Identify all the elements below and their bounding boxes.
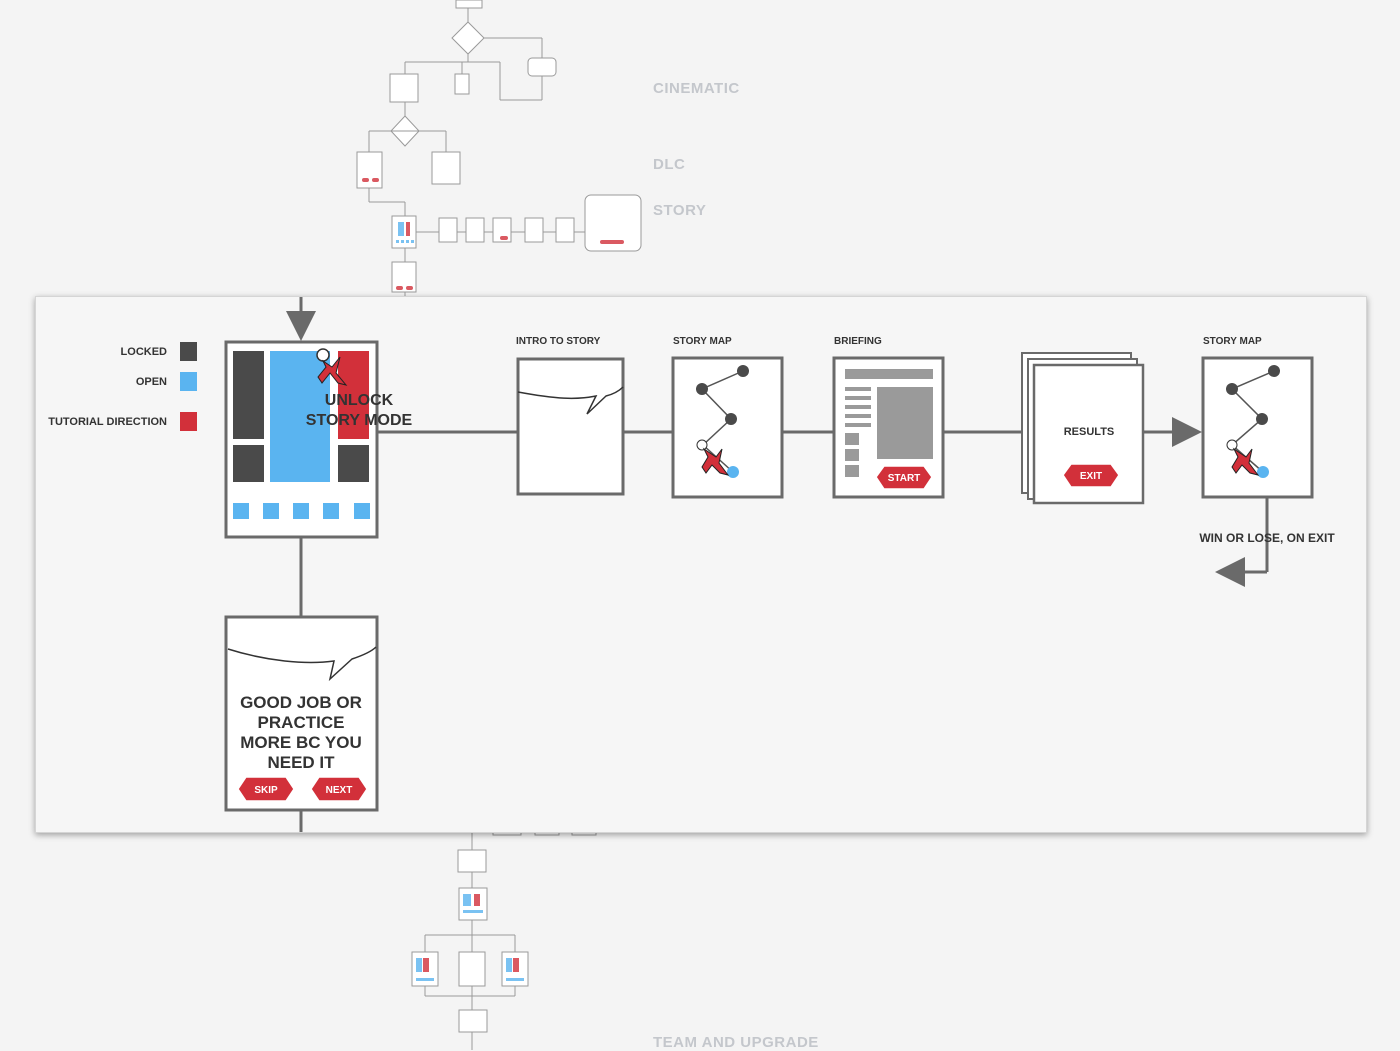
- unlock-story-mode-screen: [224, 340, 379, 539]
- exit-button-label: EXIT: [1080, 471, 1102, 482]
- start-button-label: START: [888, 473, 921, 484]
- briefing-screen: [832, 356, 945, 499]
- results-label: RESULTS: [1064, 426, 1115, 438]
- next-button[interactable]: NEXT: [310, 776, 368, 802]
- section-label-cinematic: CINEMATIC: [653, 80, 740, 97]
- feedback-line4: NEED IT: [267, 753, 335, 772]
- next-button-label: NEXT: [326, 785, 353, 796]
- feedback-line2: PRACTICE: [258, 713, 345, 732]
- unlock-text-line1: UNLOCK: [325, 392, 394, 409]
- skip-button[interactable]: SKIP: [237, 776, 295, 802]
- unlock-text-line2: STORY MODE: [306, 412, 413, 429]
- legend-locked-label: LOCKED: [121, 346, 168, 358]
- section-label-story: STORY: [653, 202, 707, 219]
- exit-button[interactable]: EXIT: [1062, 463, 1120, 488]
- section-label-team-upgrade: TEAM AND UPGRADE: [653, 1034, 819, 1051]
- legend-tutorial-label: TUTORIAL DIRECTION: [48, 416, 167, 428]
- story-map-title: STORY MAP: [673, 336, 732, 347]
- connector-lines: [286, 297, 1269, 832]
- skip-button-label: SKIP: [254, 785, 278, 796]
- feedback-line3: MORE BC YOU: [240, 733, 362, 752]
- story-map-2-title: STORY MAP: [1203, 336, 1262, 347]
- intro-to-story-screen: [516, 357, 625, 496]
- feedback-line1: GOOD JOB OR: [240, 693, 362, 712]
- legend-tutorial-swatch: [180, 412, 197, 431]
- story-flow-panel: LOCKED OPEN TUTORIAL DIRECTION UNLOCK ST…: [35, 296, 1367, 833]
- story-map-2-screen: [1201, 356, 1314, 499]
- start-button[interactable]: START: [875, 465, 933, 490]
- legend-locked-swatch: [180, 342, 197, 361]
- tutorial-character-icon: [316, 348, 348, 386]
- exit-note: WIN OR LOSE, ON EXIT: [1199, 531, 1335, 545]
- section-label-dlc: DLC: [653, 156, 686, 173]
- story-map-screen: [671, 356, 784, 499]
- legend-open-swatch: [180, 372, 197, 391]
- story-flow-diagram: LOCKED OPEN TUTORIAL DIRECTION UNLOCK ST…: [48, 297, 1335, 832]
- briefing-title: BRIEFING: [834, 336, 882, 347]
- legend-open-label: OPEN: [136, 376, 167, 388]
- intro-to-story-title: INTRO TO STORY: [516, 336, 601, 347]
